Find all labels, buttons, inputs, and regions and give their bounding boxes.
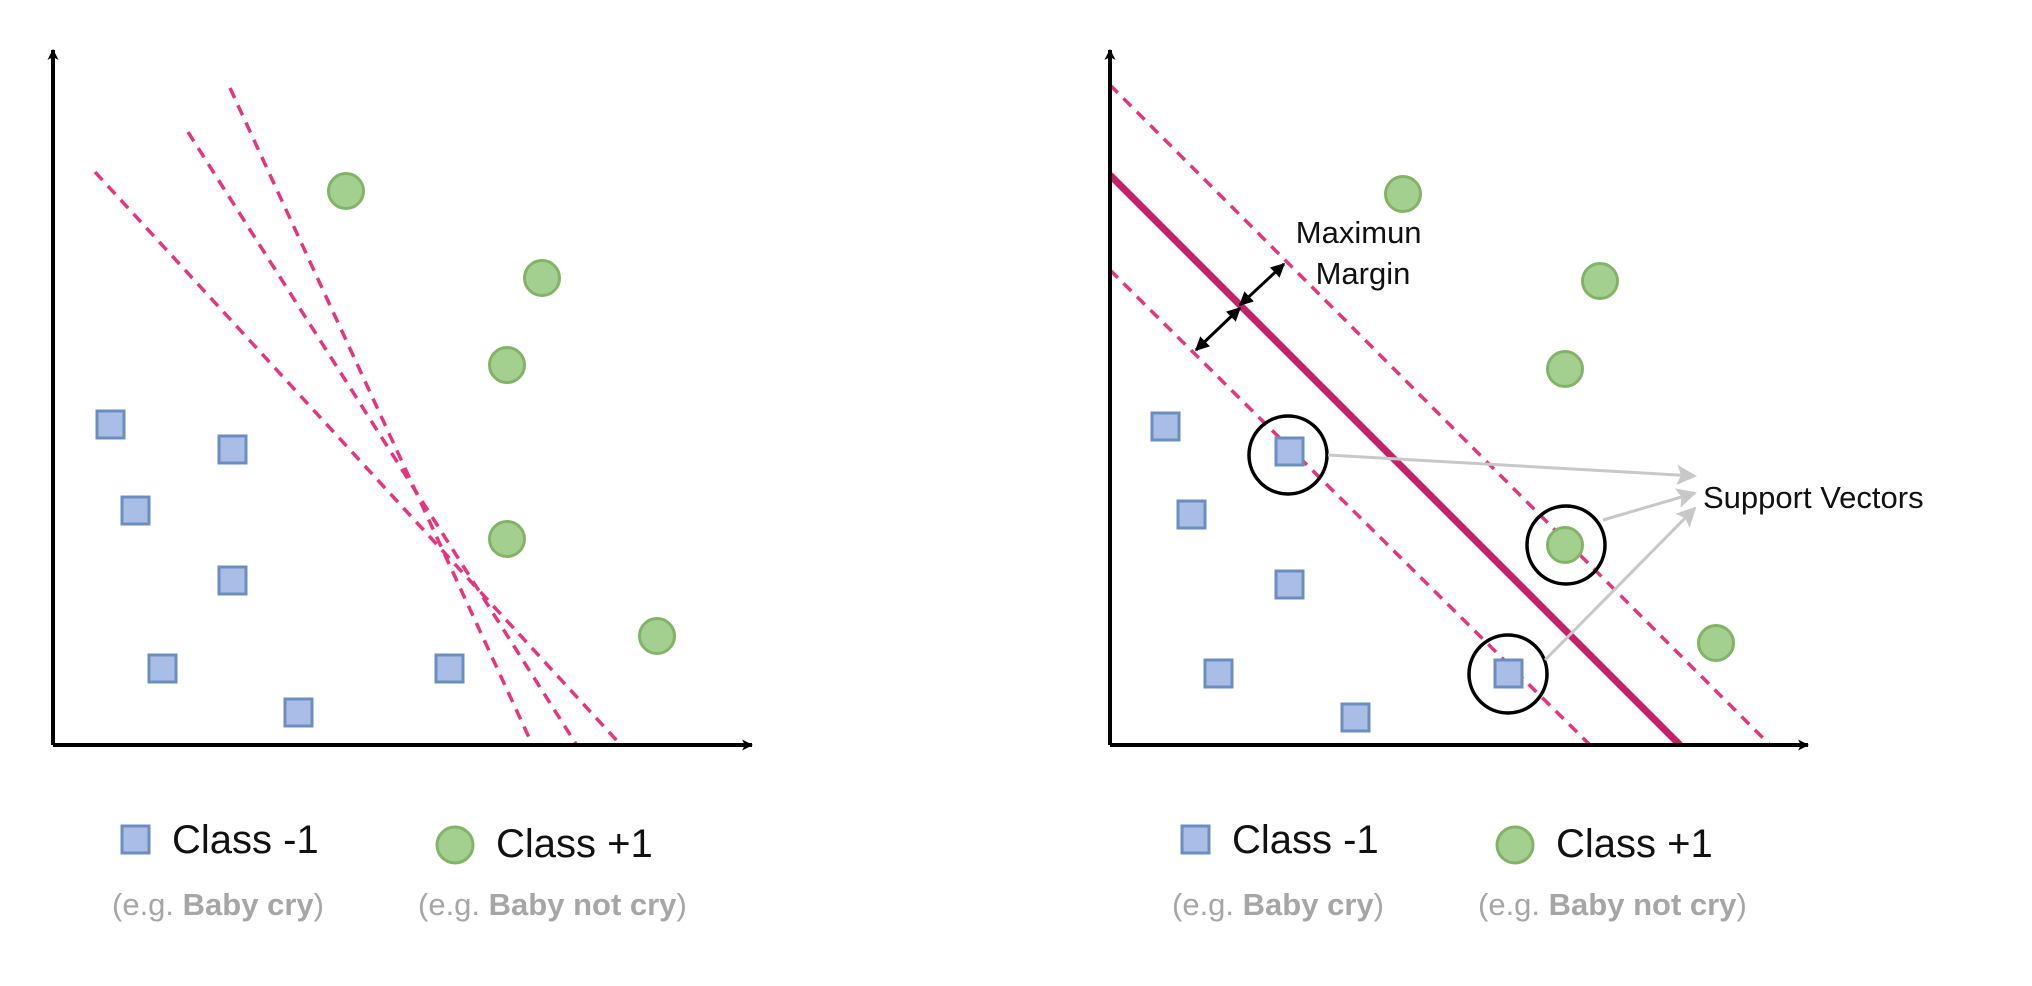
candidate-line-1 bbox=[93, 170, 622, 746]
class-neg-point bbox=[434, 653, 465, 684]
class-pos-point bbox=[1546, 350, 1584, 388]
class-neg-point bbox=[95, 409, 126, 440]
class-neg-point bbox=[1176, 499, 1207, 530]
support-vectors-label: Support Vectors bbox=[1703, 480, 1924, 515]
left-candidate-separators bbox=[93, 87, 622, 746]
margin-arrow-upper bbox=[1238, 262, 1286, 307]
example-suffix: ) bbox=[1374, 887, 1384, 922]
example-prefix: (e.g. bbox=[1172, 887, 1243, 922]
support-vector-arrow bbox=[1327, 453, 1697, 485]
class-neg-point bbox=[283, 697, 314, 728]
maximum-margin-indicator bbox=[1194, 262, 1286, 352]
legend-square-icon bbox=[120, 824, 151, 855]
example-bold: Baby not cry bbox=[489, 887, 678, 922]
example-prefix: (e.g. bbox=[418, 887, 489, 922]
legend-circle-icon bbox=[435, 825, 475, 865]
class-pos-point bbox=[488, 520, 526, 558]
legend-class-pos-example: (e.g. Baby not cry) bbox=[418, 887, 687, 922]
example-bold: Baby not cry bbox=[1549, 887, 1738, 922]
class-neg-point bbox=[1203, 658, 1234, 689]
class-pos-point bbox=[523, 259, 561, 297]
class-neg-point bbox=[1150, 411, 1181, 442]
left-legend: Class -1 Class +1 (e.g. Baby cry) (e.g. … bbox=[112, 818, 687, 922]
left-panel: Class -1 Class +1 (e.g. Baby cry) (e.g. … bbox=[47, 48, 754, 922]
class-pos-point bbox=[638, 617, 676, 655]
right-axes bbox=[1104, 48, 1810, 751]
class-pos-point bbox=[1697, 624, 1735, 662]
support-vector-ring bbox=[1247, 414, 1329, 496]
right-panel: Maximun Margin Support Vectors Class -1 … bbox=[1104, 48, 1924, 922]
class-pos-point bbox=[1581, 262, 1619, 300]
legend-class-pos-example: (e.g. Baby not cry) bbox=[1478, 887, 1747, 922]
class-neg-point bbox=[147, 653, 178, 684]
maximum-margin-label: Maximun Margin bbox=[1296, 215, 1430, 291]
example-suffix: ) bbox=[1736, 887, 1746, 922]
example-bold: Baby cry bbox=[183, 887, 315, 922]
maximum-margin-line1: Maximun bbox=[1296, 215, 1422, 250]
right-class-neg-points bbox=[1150, 411, 1524, 733]
maximum-margin-line2: Margin bbox=[1316, 256, 1411, 291]
support-vector-arrow bbox=[1602, 488, 1697, 522]
left-axes bbox=[47, 48, 754, 751]
support-vector-arrow bbox=[1543, 506, 1697, 662]
legend-circle-icon bbox=[1495, 825, 1535, 865]
example-suffix: ) bbox=[676, 887, 686, 922]
margin-arrow-lower bbox=[1194, 306, 1242, 352]
candidate-line-2 bbox=[186, 131, 578, 745]
legend-class-pos-label: Class +1 bbox=[1556, 822, 1713, 866]
legend-class-neg-label: Class -1 bbox=[172, 818, 319, 862]
example-prefix: (e.g. bbox=[112, 887, 183, 922]
class-pos-point bbox=[1546, 526, 1584, 564]
upper-margin-line bbox=[1108, 83, 1772, 747]
example-suffix: ) bbox=[314, 887, 324, 922]
support-vector-arrows bbox=[1327, 453, 1697, 662]
support-vector-highlights bbox=[1247, 414, 1607, 715]
legend-class-pos-label: Class +1 bbox=[496, 822, 653, 866]
right-class-pos-points bbox=[1384, 175, 1735, 662]
class-neg-point bbox=[1493, 658, 1524, 689]
legend-class-neg-label: Class -1 bbox=[1232, 818, 1379, 862]
class-pos-point bbox=[327, 172, 365, 210]
support-vector-ring bbox=[1525, 504, 1607, 586]
class-pos-point bbox=[488, 346, 526, 384]
candidate-line-3 bbox=[228, 87, 534, 745]
legend-class-neg-example: (e.g. Baby cry) bbox=[1172, 887, 1384, 922]
class-neg-point bbox=[1274, 569, 1305, 600]
left-class-neg-points bbox=[95, 409, 465, 728]
class-neg-point bbox=[217, 565, 248, 596]
class-neg-point bbox=[1274, 436, 1305, 467]
example-prefix: (e.g. bbox=[1478, 887, 1549, 922]
example-bold: Baby cry bbox=[1243, 887, 1375, 922]
legend-square-icon bbox=[1180, 824, 1211, 855]
support-vector-ring bbox=[1467, 633, 1549, 715]
class-neg-point bbox=[217, 434, 248, 465]
legend-class-neg-example: (e.g. Baby cry) bbox=[112, 887, 324, 922]
right-margin-lines bbox=[1108, 83, 1772, 747]
class-neg-point bbox=[120, 495, 151, 526]
class-pos-point bbox=[1384, 175, 1422, 213]
left-class-pos-points bbox=[327, 172, 676, 655]
right-legend: Class -1 Class +1 (e.g. Baby cry) (e.g. … bbox=[1172, 818, 1747, 922]
class-neg-point bbox=[1340, 702, 1371, 733]
